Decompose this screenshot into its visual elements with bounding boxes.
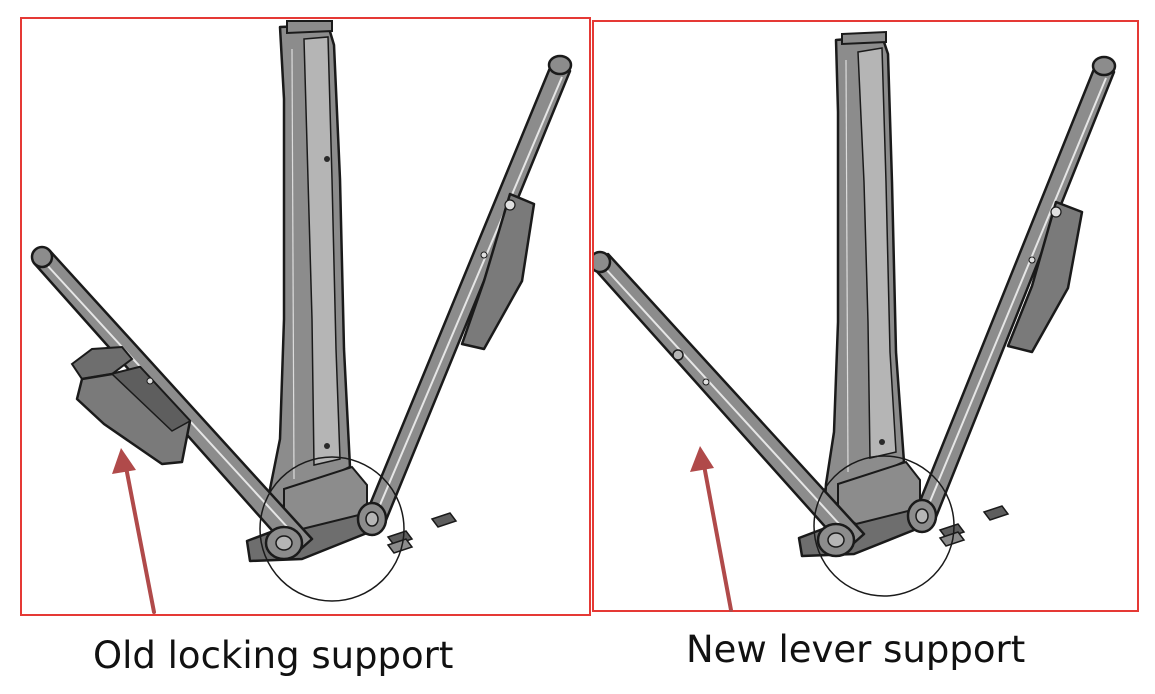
locking-clamp	[70, 345, 192, 466]
old-support-caption: Old locking support	[93, 634, 454, 677]
hinge-highlight-circle	[259, 456, 405, 602]
new-support-panel	[592, 20, 1139, 612]
hinge-highlight-circle	[813, 455, 955, 597]
right-slide-block	[460, 192, 536, 351]
center-post	[822, 30, 906, 518]
right-slide-block	[1006, 200, 1084, 354]
new-support-drawing	[594, 30, 1117, 597]
right-arm	[356, 54, 573, 537]
old-support-drawing	[30, 20, 573, 602]
new-support-caption: New lever support	[686, 628, 1026, 671]
center-post	[265, 20, 352, 521]
left-arm-lever	[594, 250, 866, 558]
small-blocks	[938, 505, 1010, 547]
small-blocks	[386, 512, 458, 554]
old-support-panel	[20, 17, 591, 616]
right-arm	[906, 55, 1117, 534]
